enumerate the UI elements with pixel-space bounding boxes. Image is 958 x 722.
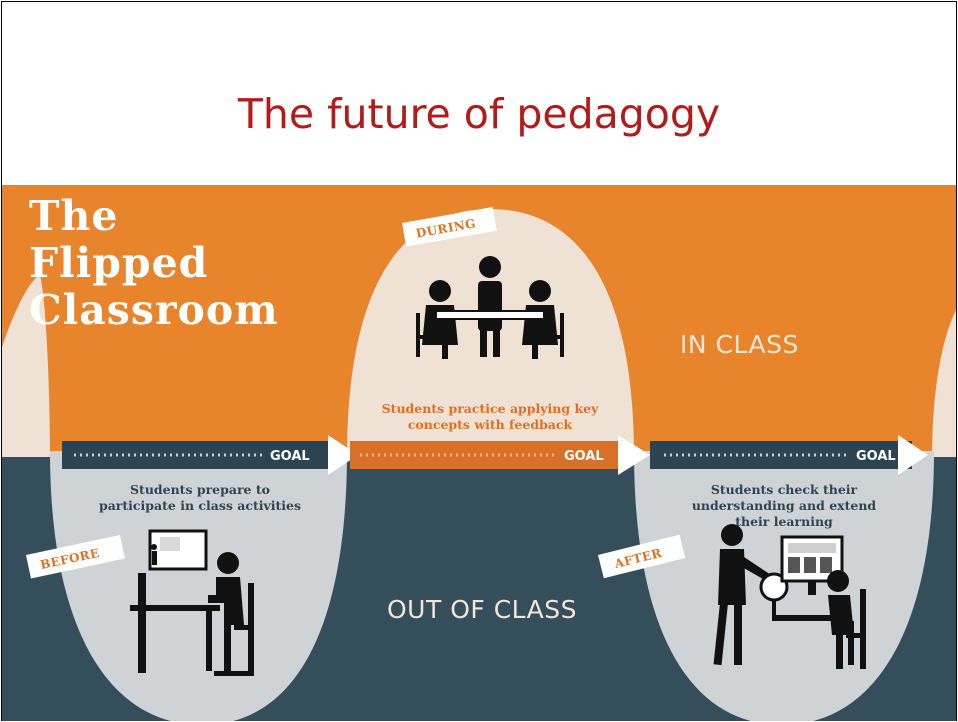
during-text-line-2: concepts with feedback [408,417,573,432]
student-at-desk-icon [130,529,254,676]
heading-line-1: The [29,192,118,240]
before-text-line-1: Students prepare to [130,482,270,497]
before-tag: BEFORE [26,535,125,579]
before-text-line-2: participate in class activities [99,498,301,513]
heading-line-2: Flipped [29,239,208,287]
left-edge-lobe [2,275,50,457]
flipped-classroom-infographic: The Flipped Classroom IN CLASS OUT OF CL… [2,185,956,721]
slide-title: The future of pedagogy [237,90,721,138]
infographic-canvas: The Flipped Classroom IN CLASS OUT OF CL… [2,185,956,721]
after-text-line-3: their learning [735,514,833,529]
goal-arrow-after: GOAL [650,435,928,475]
teacher-with-globe-icon [713,524,866,669]
students-at-table-icon [416,256,564,359]
in-class-label: IN CLASS [680,330,799,359]
after-text-line-1: Students check their [711,482,858,497]
out-of-class-label: OUT OF CLASS [387,595,577,624]
goal-label-during: GOAL [564,449,604,464]
right-edge-lobe [932,310,956,457]
heading-line-3: Classroom [29,286,279,334]
after-tag: AFTER [598,534,686,579]
goal-arrow-during: GOAL [350,435,650,475]
goal-label-before: GOAL [270,449,310,464]
after-text-line-2: understanding and extend [692,498,877,513]
before-lobe [50,451,347,721]
goal-arrow-before: GOAL [62,435,358,475]
during-text-line-1: Students practice applying key [382,401,599,416]
during-lobe [347,209,634,457]
goal-label-after: GOAL [856,449,896,464]
